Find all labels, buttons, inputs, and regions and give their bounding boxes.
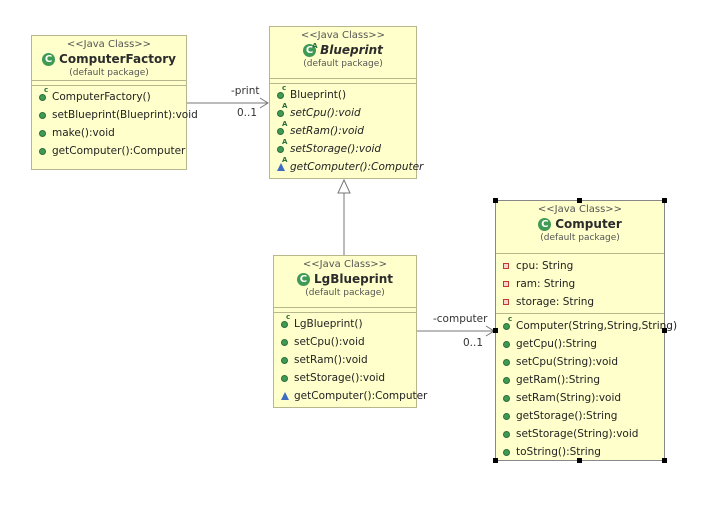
class-computerfactory[interactable]: <<Java Class>> C ComputerFactory (defaul…	[31, 35, 198, 170]
public-method-icon	[503, 411, 512, 421]
class-c-icon: C	[538, 218, 552, 231]
public-method-icon	[39, 128, 48, 138]
operation-row[interactable]: setStorage():void	[274, 369, 416, 387]
class-lgblueprint[interactable]: <<Java Class>> C LgBlueprint (default pa…	[273, 255, 427, 408]
stereotype-label: <<Java Class>>	[537, 204, 623, 215]
package-label: (default package)	[540, 233, 620, 243]
public-method-icon	[503, 447, 512, 457]
abstract-method-icon: A	[277, 103, 287, 118]
class-name: C LgBlueprint	[274, 271, 416, 288]
stereotype-label: <<Java Class>>	[66, 39, 152, 50]
package-label: (default package)	[305, 288, 385, 298]
package-label: (default package)	[303, 59, 383, 69]
computer-multiplicity-label: 0..1	[463, 337, 484, 349]
protected-abstract-method-icon: A	[277, 157, 287, 172]
private-field-icon	[503, 279, 512, 289]
constructor-icon: c	[281, 314, 290, 329]
private-field-icon	[503, 297, 512, 307]
operation-row[interactable]: setBlueprint(Blueprint):void	[32, 106, 198, 124]
public-method-icon	[503, 357, 512, 367]
public-method-icon	[39, 110, 48, 120]
public-method-icon	[503, 375, 512, 385]
attribute-row[interactable]: storage: String	[496, 293, 664, 311]
attribute-compartment-divider	[496, 253, 664, 257]
attribute-compartment	[274, 307, 416, 313]
resize-handle-se[interactable]	[662, 458, 667, 463]
resize-handle-e[interactable]	[662, 328, 667, 333]
class-name: C Computer	[496, 216, 664, 233]
abstract-method-icon: A	[277, 139, 287, 154]
operation-compartment-divider	[496, 313, 664, 317]
operation-row[interactable]: getRam():String	[496, 371, 664, 389]
stereotype-label: <<Java Class>>	[302, 259, 388, 270]
public-method-icon	[281, 337, 290, 347]
public-method-icon	[281, 373, 290, 383]
operation-row[interactable]: setRam():void	[274, 351, 416, 369]
constructor-icon: c	[39, 87, 48, 102]
protected-method-icon	[281, 391, 290, 401]
operation-row[interactable]: setStorage(String):void	[496, 425, 664, 443]
stereotype-label: <<Java Class>>	[300, 30, 386, 41]
attribute-compartment	[270, 78, 416, 84]
operation-row[interactable]: getStorage():String	[496, 407, 664, 425]
operation-row[interactable]: setCpu():void	[274, 333, 416, 351]
attribute-compartment: cpu: String ram: String storage: String	[496, 257, 664, 313]
resize-handle-ne[interactable]	[662, 198, 667, 203]
class-name: C ComputerFactory	[32, 51, 186, 68]
class-header: <<Java Class>> C Computer (default packa…	[496, 201, 664, 245]
public-method-icon	[503, 393, 512, 403]
public-method-icon	[503, 339, 512, 349]
constructor-icon: c	[277, 85, 286, 100]
class-header: <<Java Class>> C LgBlueprint (default pa…	[274, 256, 416, 300]
computer-role-label: -computer	[433, 313, 488, 325]
public-method-icon	[281, 355, 290, 365]
resize-handle-sw[interactable]	[493, 458, 498, 463]
operation-row[interactable]: toString():String	[496, 443, 664, 461]
operation-row[interactable]: getComputer():Computer	[32, 142, 186, 160]
public-method-icon	[503, 429, 512, 439]
class-c-icon: C	[42, 53, 56, 66]
constructor-icon: c	[503, 316, 512, 331]
operation-row[interactable]: make():void	[32, 124, 186, 142]
operation-row[interactable]: setCpu(String):void	[496, 353, 664, 371]
resize-handle-nw[interactable]	[493, 198, 498, 203]
abstract-method-icon: A	[277, 121, 287, 136]
private-field-icon	[503, 261, 512, 271]
class-computer[interactable]: <<Java Class>> C Computer (default packa…	[495, 200, 677, 463]
class-c-icon: C	[296, 273, 310, 286]
operation-row[interactable]: getComputer():Computer	[274, 387, 427, 405]
attribute-row[interactable]: cpu: String	[496, 257, 664, 275]
operation-row[interactable]: getCpu():String	[496, 335, 664, 353]
class-header: <<Java Class>> C ComputerFactory (defaul…	[32, 36, 186, 80]
print-role-label: -print	[231, 85, 260, 97]
package-label: (default package)	[69, 68, 149, 78]
operation-row[interactable]: setRam(String):void	[496, 389, 664, 407]
public-method-icon	[39, 146, 48, 156]
resize-handle-s[interactable]	[577, 458, 582, 463]
attribute-row[interactable]: ram: String	[496, 275, 664, 293]
resize-handle-n[interactable]	[577, 198, 582, 203]
print-multiplicity-label: 0..1	[237, 107, 258, 119]
resize-handle-w[interactable]	[493, 328, 498, 333]
attribute-compartment	[32, 80, 186, 86]
